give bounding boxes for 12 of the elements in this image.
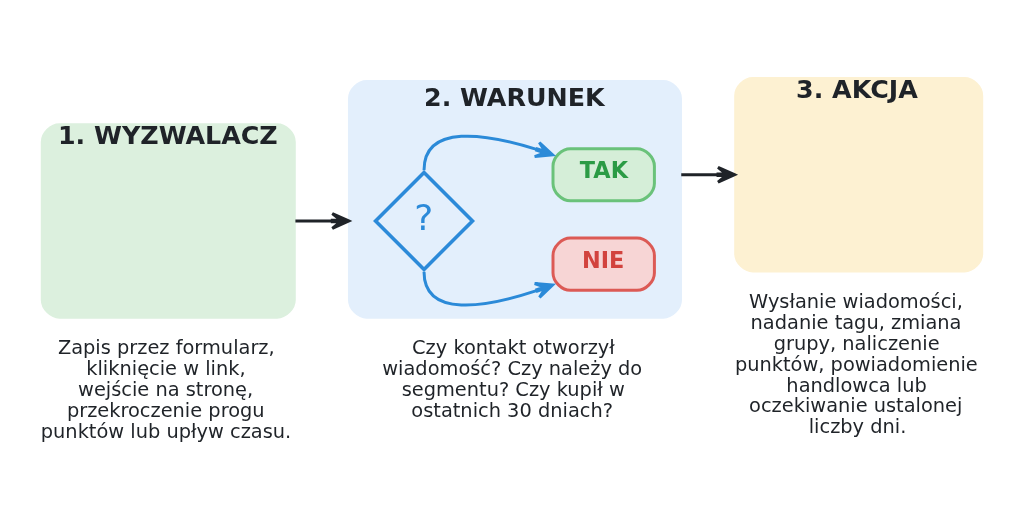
arrow — [295, 212, 351, 230]
node-box: 3. AKCJA — [734, 77, 984, 273]
node-box: NIE — [551, 236, 656, 292]
node-label: Czy kontakt otworzył wiadomość? Czy należy do segmentu? Czy kupił w ostatnich 30 dniach? — [382, 336, 643, 422]
arrow — [422, 134, 555, 171]
node-diamond: ? — [373, 169, 475, 272]
node-label: Wysłanie wiadomości, nadanie tagu, zmiana grupy, naliczenie punktów, powiadomienie handlowca lub oczekiwanie ustalonej liczby dni. — [734, 290, 978, 439]
arrow — [681, 165, 736, 184]
node-box: 1. WYZWALACZ — [40, 123, 296, 319]
node-box: TAK — [551, 147, 656, 203]
arrow — [422, 271, 555, 307]
node-label: Zapis przez formularz, kliknięcie w link, wejście na stronę, przekroczenie progu punktów lub upływ czasu. — [40, 336, 292, 443]
